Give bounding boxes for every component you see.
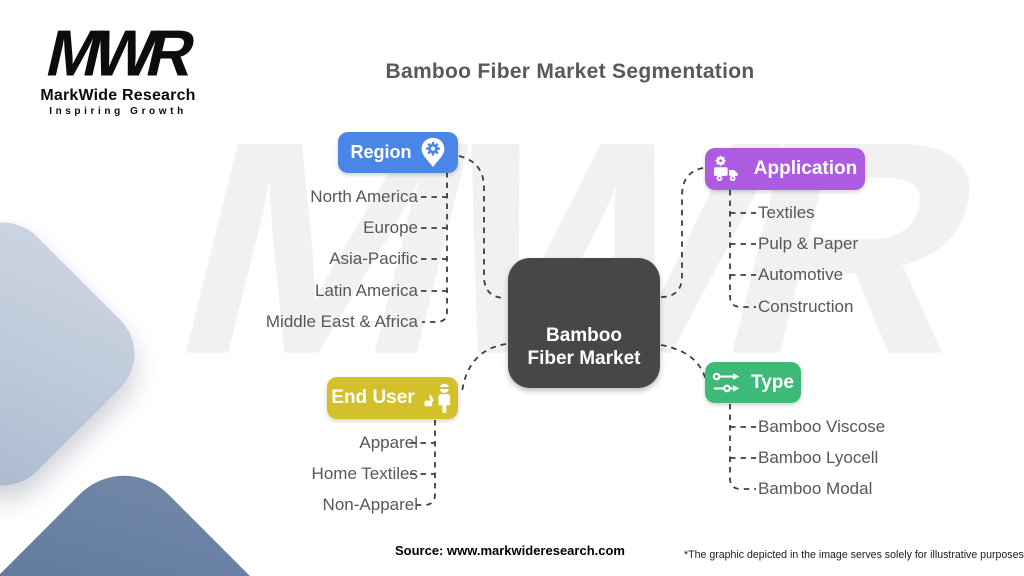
- brand-logo: MWR MarkWide Research Inspiring Growth: [28, 16, 208, 117]
- segment-node-region: Region: [338, 132, 458, 173]
- application-item: Construction: [758, 297, 854, 316]
- central-node-line1: Bamboo: [546, 324, 622, 346]
- region-item: Middle East & Africa: [265, 312, 418, 331]
- logo-mwr-monogram: MWR: [40, 16, 197, 90]
- consumer-person-icon: [424, 383, 450, 413]
- segment-label-application: Application: [753, 158, 858, 179]
- region-item: Asia-Pacific: [329, 249, 418, 268]
- segment-label-end-user: End User: [331, 387, 415, 408]
- type-item: Bamboo Viscose: [758, 417, 886, 436]
- end-user-item: Home Textiles: [311, 464, 418, 483]
- logo-tagline: Inspiring Growth: [49, 105, 187, 117]
- disclaimer-note: *The graphic depicted in the image serve…: [684, 549, 1024, 561]
- type-item: Bamboo Modal: [758, 479, 873, 498]
- segment-node-end-user: End User: [327, 377, 458, 419]
- segment-label-region: Region: [350, 142, 412, 162]
- source-line: Source: www.markwideresearch.com: [394, 543, 625, 558]
- application-item: Pulp & Paper: [758, 234, 859, 253]
- segment-label-type: Type: [751, 371, 794, 393]
- flow-branch-icon: [712, 372, 740, 393]
- logo-company-name: MarkWide Research: [40, 86, 196, 104]
- application-item: Textiles: [758, 203, 815, 222]
- location-pin-gear-icon: [421, 137, 444, 168]
- end-user-item: Non-Apparel: [322, 495, 418, 514]
- segment-node-application: Application: [705, 148, 865, 190]
- region-item: Europe: [363, 218, 418, 237]
- end-user-item: Apparel: [359, 433, 418, 452]
- central-node: Bamboo Fiber Market: [508, 258, 660, 388]
- type-item: Bamboo Lyocell: [758, 448, 879, 467]
- logistics-truck-gear-icon: [713, 155, 738, 181]
- central-node-line2: Fiber Market: [527, 347, 641, 369]
- region-item: Latin America: [315, 281, 418, 300]
- segment-node-type: Type: [705, 362, 801, 403]
- region-item: North America: [310, 187, 418, 206]
- application-item: Automotive: [758, 265, 844, 284]
- page-title: Bamboo Fiber Market Segmentation: [385, 60, 755, 83]
